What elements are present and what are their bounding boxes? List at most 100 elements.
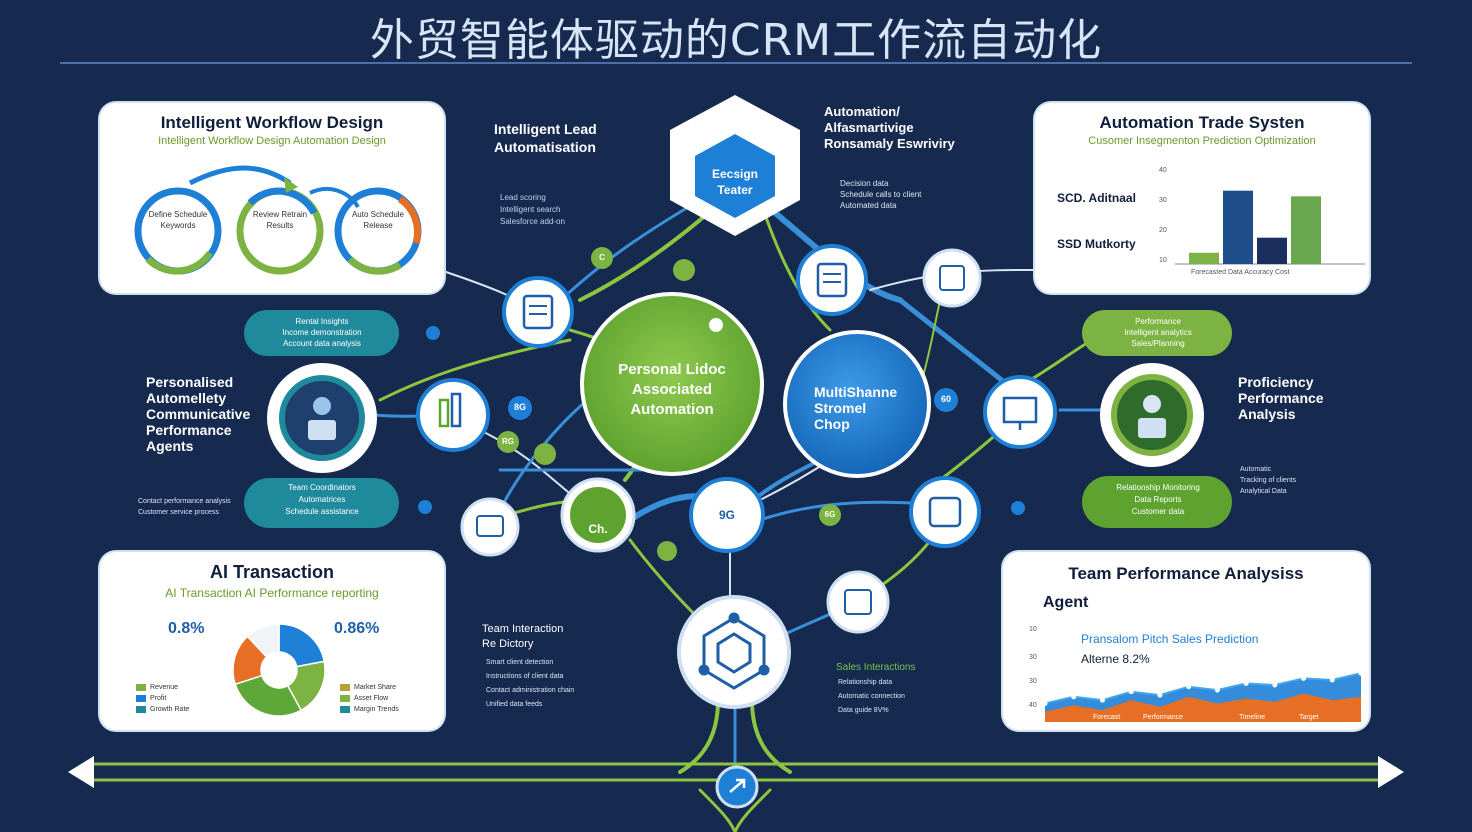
bottom-timeline-arrow: [68, 756, 1404, 809]
team-data-point: [1358, 670, 1361, 676]
right-agent-title: Proficiency Performance Analysis: [1238, 374, 1324, 422]
legend-swatch: [340, 705, 350, 713]
title-divider: [60, 62, 1412, 64]
team-axis-label: 30: [1029, 678, 1037, 685]
legend-label: Margin Trends: [354, 706, 399, 713]
green-core-node[interactable]: [580, 292, 764, 476]
save-node: [909, 476, 981, 548]
team-data-point: [1099, 697, 1105, 703]
right-agent-group[interactable]: [1082, 310, 1232, 528]
legend-item: Asset Flow: [340, 693, 399, 704]
transaction-left-value: 0.8%: [168, 620, 205, 637]
trade-bar: [1189, 252, 1219, 264]
team-data-point: [1071, 694, 1077, 700]
small-badges: [418, 247, 1025, 561]
left-agent-details: Contact performance analysis Customer se…: [138, 498, 231, 516]
team-footer-label: Performance: [1143, 714, 1184, 721]
team-area-chart: [1045, 670, 1361, 722]
loop-label-3: Auto Schedule Release: [351, 210, 405, 230]
trade-axis-label: 10: [1159, 257, 1167, 264]
team-data-point: [1301, 675, 1307, 681]
right-agent-details: Automatic Tracking of clients Analytical…: [1240, 466, 1297, 495]
transaction-donut-chart: [232, 623, 326, 717]
team-axis: 10 30 30 40: [1029, 626, 1043, 716]
team-performance-card[interactable]: Team Performance Analysiss Agent Pransal…: [1003, 552, 1369, 730]
mini-plain-node-label: 9G: [718, 508, 735, 522]
transaction-card-title: AI Transaction: [209, 562, 335, 582]
folder-node: [460, 497, 520, 557]
trade-bar: [1257, 237, 1287, 264]
team-card-title: Team Performance Analysiss: [1068, 564, 1304, 583]
legend-swatch: [340, 694, 350, 702]
network-hub-icon: [698, 612, 770, 690]
donut-slice: [278, 623, 326, 668]
green-core-label: Personal Lidoc Associated Automation: [618, 361, 726, 418]
team-data-point: [1157, 692, 1163, 698]
team-footer-label: Timeline: [1239, 714, 1266, 721]
team-data-point: [1045, 701, 1048, 707]
trade-card-subtitle: Cusomer Insegmenton Prediction Optimizat…: [1088, 135, 1316, 147]
trade-card-title: Automation Trade Systen: [1099, 113, 1305, 132]
blue-core-label: MultiShanne Stromel Chop: [814, 384, 898, 432]
document-node-1: [502, 276, 574, 348]
right-pill-top: Performance Intelligent analytics Sales/…: [1124, 317, 1192, 348]
network-hub-node[interactable]: [677, 595, 791, 709]
transaction-card-subtitle: AI Transaction AI Performance reporting: [165, 586, 379, 600]
legend-item: Growth Rate: [136, 704, 189, 715]
legend-swatch: [136, 683, 146, 691]
trade-bar: [1291, 196, 1321, 264]
trade-row-2: SSD Mutkorty: [1057, 237, 1136, 251]
trade-row-1: SCD. Aditnaal: [1057, 191, 1136, 205]
workflow-card-subtitle: Intelligent Workflow Design Automation D…: [158, 135, 386, 147]
badge-label: C: [599, 253, 605, 262]
workflow-loop-graphic: [134, 165, 422, 275]
legend-item: Revenue: [136, 682, 189, 693]
legend-item: Margin Trends: [340, 704, 399, 715]
team-data-point: [1272, 682, 1278, 688]
team-axis-label: 40: [1029, 702, 1037, 709]
trade-system-card[interactable]: Automation Trade Systen Cusomer Insegmen…: [1035, 103, 1369, 293]
legend-label: Market Share: [354, 684, 397, 691]
trade-axis-label: 40: [1159, 167, 1167, 174]
document-node-2: [796, 244, 868, 316]
left-agent-group[interactable]: [244, 310, 399, 528]
ai-transaction-card[interactable]: AI Transaction AI Transaction AI Perform…: [100, 552, 444, 730]
team-agent-label: Agent: [1043, 594, 1089, 611]
team-data-point: [1186, 684, 1192, 690]
team-footer-label: Forecast: [1093, 714, 1121, 721]
bottom-mid-title: Team Interaction Re Dictory: [482, 623, 564, 650]
left-pill-bottom: Team Coordinators Automatrices Schedule …: [285, 483, 359, 516]
blue-core-node[interactable]: [783, 330, 931, 478]
trade-bar-chart: [1175, 190, 1365, 265]
legend-label: Growth Rate: [150, 706, 190, 713]
donut-slice: [234, 674, 303, 717]
trade-axis-label: 30: [1159, 197, 1167, 204]
hexagon-node-label: Eecsign Teater: [711, 167, 759, 197]
bottom-right-title: Sales Interactions: [836, 662, 916, 673]
right-top-details: Decision data Schedule calls to client A…: [840, 179, 922, 210]
team-data-point: [1243, 680, 1249, 686]
hexagon-node[interactable]: [670, 95, 800, 236]
workflow-design-card[interactable]: Intelligent Workflow Design Intelligent …: [100, 103, 444, 293]
team-orange-area: [1045, 693, 1361, 722]
right-pill-bottom: Relationship Monitoring Data Reports Cus…: [1116, 483, 1200, 516]
trade-axis-label: 20: [1159, 227, 1167, 234]
bottom-right-details: Relationship data Automatic connection D…: [838, 679, 905, 714]
team-blue-line: [1045, 672, 1361, 705]
clipboard-node: [826, 570, 890, 634]
lead-title: Intelligent Lead Automatisation: [494, 121, 597, 155]
workflow-card-title: Intelligent Workflow Design: [160, 113, 384, 132]
left-agent-title: Personalised Automellety Communicative P…: [146, 374, 251, 454]
document-node-3: [922, 248, 982, 308]
legend-swatch: [340, 683, 350, 691]
team-data-point: [1214, 687, 1220, 693]
transaction-right-value: 0.86%: [334, 620, 380, 637]
legend-label: Asset Flow: [354, 695, 389, 702]
team-series-label: Pransalom Pitch Sales Prediction: [1081, 632, 1259, 646]
bottom-mid-details: Smart client detection Instructions of c…: [486, 659, 575, 708]
team-value-label: Alterne 8.2%: [1081, 652, 1150, 666]
team-footer-label: Target: [1299, 714, 1319, 721]
lead-details: Lead scoring Intelligent search Salesfor…: [500, 193, 565, 226]
